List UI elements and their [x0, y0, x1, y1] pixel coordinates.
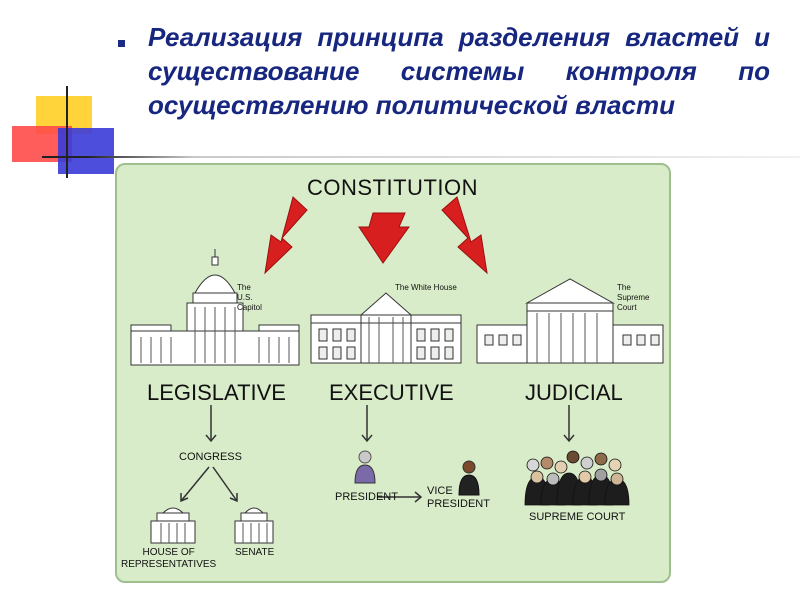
arrow-to-legislative-icon — [264, 196, 308, 275]
judicial-branch-label: JUDICIAL — [525, 380, 623, 405]
supreme-court-label: SUPREME COURT — [529, 511, 626, 523]
executive-branch-label: EXECUTIVE — [329, 380, 454, 405]
white-house-caption: The White House — [395, 283, 457, 292]
vice-president-label: VICE PRESIDENT — [427, 485, 490, 510]
capitol-caption: The U.S. Capitol — [237, 283, 262, 312]
slide-heading: Реализация принципа разделения властей и… — [148, 22, 770, 120]
deco-vertical-line — [66, 86, 68, 178]
house-of-representatives-label: HOUSE OF REPRESENTATIVES — [121, 547, 217, 570]
house-of-representatives-building-icon — [150, 507, 196, 544]
capitol-building-icon — [130, 249, 300, 366]
supreme-court-building-icon — [476, 278, 664, 364]
supreme-court-building-caption: The Supreme Court — [617, 283, 650, 312]
senate-label: SENATE — [235, 547, 275, 558]
white-house-building-icon — [310, 292, 462, 364]
diagram-graphics — [130, 196, 664, 544]
senate-building-icon — [234, 507, 274, 544]
arrow-to-executive-icon — [358, 212, 410, 264]
supreme-court-justices-icon — [524, 450, 630, 506]
deco-horizontal-rule — [42, 156, 800, 158]
president-label: PRESIDENT — [335, 491, 398, 503]
vice-president-person-icon — [458, 460, 480, 496]
constitution-label: CONSTITUTION — [307, 175, 478, 200]
bullet-icon — [118, 40, 125, 47]
congress-label: CONGRESS — [179, 451, 242, 463]
president-person-icon — [354, 450, 376, 484]
legislative-branch-label: LEGISLATIVE — [147, 380, 286, 405]
separation-of-powers-diagram: CONSTITUTION The U.S. Capitol The White … — [115, 163, 671, 583]
arrow-to-judicial-icon — [441, 196, 488, 275]
